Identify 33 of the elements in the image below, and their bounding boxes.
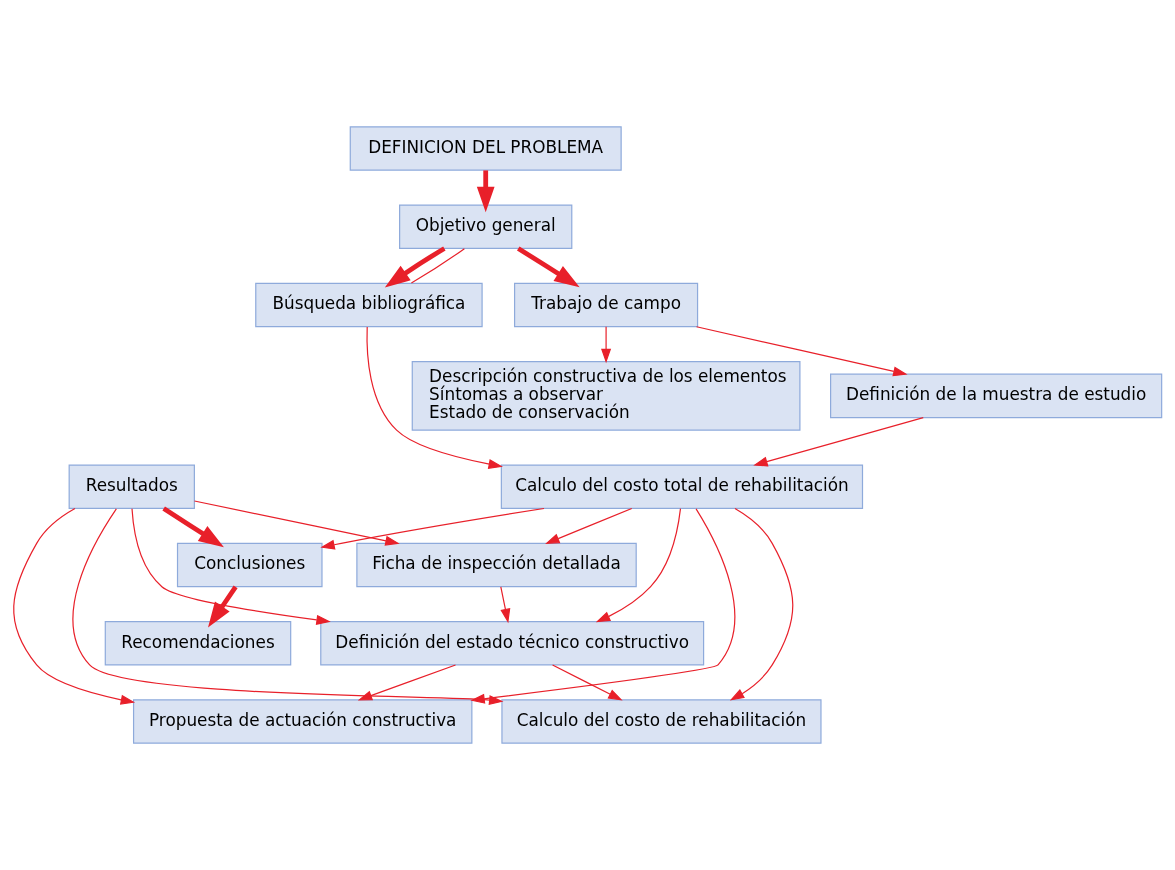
node-box: Trabajo de campo bbox=[514, 282, 699, 328]
arrow bbox=[320, 507, 545, 550]
node-box: Búsqueda bibliográfica bbox=[255, 282, 483, 328]
node-box: Recomendaciones bbox=[104, 621, 292, 666]
node-box: Calculo del costo total de rehabilitación bbox=[500, 464, 864, 510]
arrow bbox=[162, 506, 224, 548]
node-box: Resultados bbox=[68, 464, 195, 510]
arrow bbox=[476, 170, 495, 213]
connector bbox=[410, 248, 465, 284]
node-box: Conclusiones bbox=[176, 542, 323, 588]
arrow bbox=[193, 500, 400, 546]
node-box: DEFINICION DEL PROBLEMA bbox=[349, 126, 622, 171]
arrow bbox=[695, 326, 908, 377]
arrow bbox=[13, 507, 136, 705]
node-box: Calculo del costo de rehabilitación bbox=[501, 699, 822, 744]
arrow bbox=[366, 326, 503, 470]
arrow bbox=[500, 586, 511, 624]
arrow bbox=[552, 664, 623, 701]
node-box: Definición del estado técnico constructivo bbox=[320, 621, 705, 666]
arrow bbox=[384, 246, 446, 288]
arrow bbox=[595, 508, 682, 623]
arrow bbox=[131, 508, 331, 625]
arrow bbox=[545, 507, 633, 544]
node-box: Propuesta de actuación constructiva bbox=[133, 699, 473, 744]
node-box: Objetivo general bbox=[399, 204, 573, 249]
node-box: Ficha de inspección detallada bbox=[356, 542, 637, 588]
node-box: Descripción constructiva de los elementos Síntomas a observar Estado de conservación bbox=[411, 360, 801, 431]
arrow bbox=[517, 246, 580, 288]
arrow bbox=[729, 507, 794, 701]
arrow bbox=[601, 326, 612, 364]
arrow bbox=[208, 585, 238, 628]
node-box: Definición de la muestra de estudio bbox=[830, 373, 1163, 419]
arrow bbox=[753, 417, 924, 467]
